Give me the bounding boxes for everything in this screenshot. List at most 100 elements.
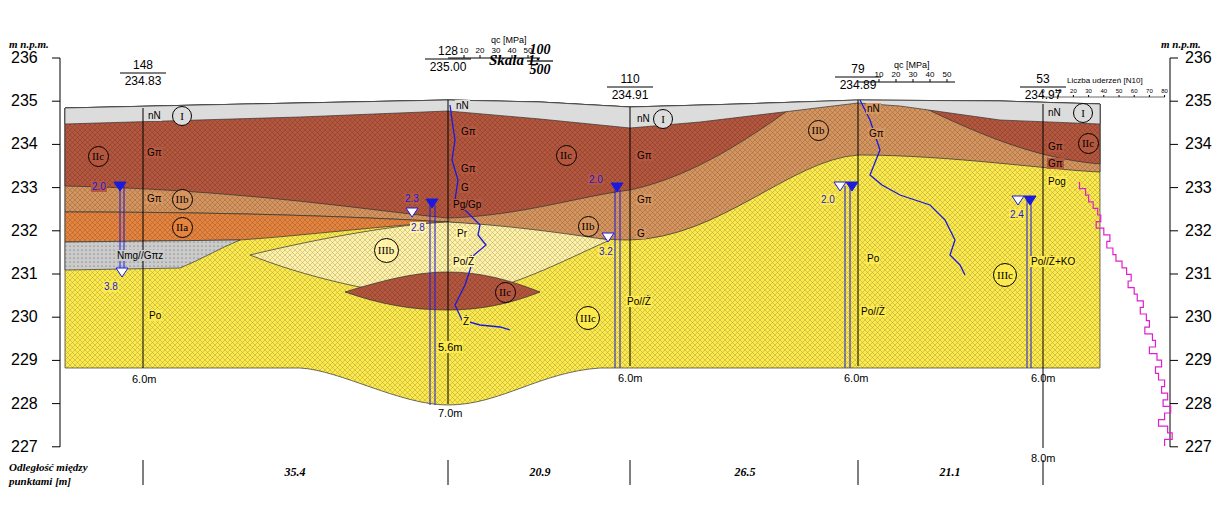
section-label: 20 <box>891 71 902 80</box>
section-label: Ż <box>462 316 470 327</box>
layer-symbol: I <box>1073 103 1093 123</box>
section-label: 2.0 <box>91 181 107 192</box>
layer-code: IIc <box>1082 138 1094 149</box>
section-label: Gπ <box>636 150 653 161</box>
section-label: 20.9 <box>529 466 552 479</box>
layer-code: IIIc <box>580 313 596 324</box>
layer-code: IIc <box>560 150 572 161</box>
section-label: punktami [m] <box>8 475 72 487</box>
section-label: 2.8 <box>410 222 426 233</box>
section-label: 40 <box>925 71 936 80</box>
section-label: 229 <box>1184 351 1213 369</box>
layer-symbol: IIIc <box>576 306 600 330</box>
section-label: Gπ <box>146 147 163 158</box>
section-label: 6.0m <box>617 372 643 384</box>
section-label: 6.0m <box>1030 372 1056 384</box>
section-label: Nmg//Gπz <box>116 250 164 261</box>
layer-symbol: IIb <box>172 189 193 210</box>
layer-symbol: IIc <box>556 145 577 166</box>
section-label: nN <box>636 113 651 124</box>
section-label: Po//Ż <box>626 296 652 307</box>
section-label: 234.83 <box>124 75 163 88</box>
section-label: nN <box>147 110 162 121</box>
section-label: 148 <box>132 59 154 72</box>
layer-code: IIa <box>176 222 188 233</box>
section-label: 30 <box>1084 88 1093 95</box>
section-label: Gπ <box>1047 141 1064 152</box>
section-label: 236 <box>1184 49 1213 67</box>
section-label: 500 <box>529 62 552 77</box>
section-label: 30 <box>491 47 502 56</box>
section-label: G <box>460 182 470 193</box>
section-label: 21.1 <box>939 466 962 479</box>
section-label: 6.0m <box>843 372 869 384</box>
section-label: 70 <box>1145 88 1154 95</box>
section-label: 35.4 <box>284 466 307 479</box>
layer-symbol: IIc <box>495 282 516 303</box>
section-label: 230 <box>1184 308 1213 326</box>
section-label: 3.8 <box>103 281 119 292</box>
layer-code: IIc <box>92 151 104 162</box>
section-label: Liczba uderzeń [N10] <box>1066 77 1144 86</box>
section-label: 79 <box>850 63 865 76</box>
section-label: Pg/Gp <box>452 199 482 210</box>
section-label: 30 <box>908 71 919 80</box>
section-label: m n.p.m. <box>8 38 50 50</box>
section-label: Gπ <box>460 126 477 137</box>
section-label: 234 <box>1184 135 1213 153</box>
section-label: 231 <box>1184 265 1213 283</box>
section-label: 10 <box>874 71 885 80</box>
section-label: 232 <box>1184 222 1213 240</box>
section-label: 110 <box>619 73 640 86</box>
layer-code: IIIc <box>997 270 1013 281</box>
section-label: nN <box>1047 107 1062 118</box>
section-label: 235 <box>10 92 39 110</box>
section-label: 235.00 <box>429 61 468 74</box>
section-label: 80 <box>1160 88 1169 95</box>
section-label: 228 <box>1184 395 1213 413</box>
section-label: 2.3 <box>404 193 420 204</box>
section-label: 235 <box>1184 92 1213 110</box>
section-label: Odległość między <box>8 461 89 473</box>
section-label: 10 <box>1054 88 1063 95</box>
layer-code: IIc <box>499 287 511 298</box>
section-label: 234.91 <box>611 89 650 102</box>
section-label: 6.0m <box>131 373 157 385</box>
section-label: 50 <box>1115 88 1124 95</box>
section-label: Gπ <box>1047 158 1064 169</box>
layer-code: IIIb <box>378 245 395 256</box>
section-label: Pr <box>456 228 468 239</box>
section-label: 40 <box>507 47 518 56</box>
layer-code: I <box>661 114 665 125</box>
section-label: 228 <box>10 395 39 413</box>
section-label: 234.89 <box>839 79 878 92</box>
section-label: 2.4 <box>1009 209 1025 220</box>
section-label: 236 <box>10 49 39 67</box>
section-label: 26.5 <box>734 466 757 479</box>
section-label: Gπ <box>460 163 477 174</box>
layer-code: IIb <box>176 194 189 205</box>
section-label: Po//Ż <box>860 306 886 317</box>
section-label: Po <box>148 310 162 321</box>
layer-symbol: IIb <box>808 120 829 141</box>
section-label: qc [MPa] <box>893 61 931 71</box>
section-label: nN <box>866 103 881 114</box>
layer-code: IIb <box>582 221 595 232</box>
layer-symbol: I <box>653 109 673 129</box>
section-label: Gπ <box>146 193 163 204</box>
layer-symbol: IIc <box>1078 133 1099 154</box>
section-label: 60 <box>1130 88 1139 95</box>
section-label: 234 <box>10 135 39 153</box>
layer-symbol: IIa <box>172 217 193 238</box>
section-label: 50 <box>942 71 953 80</box>
section-label: 227 <box>10 438 39 456</box>
section-label: 231 <box>10 265 39 283</box>
section-label: 40 <box>1099 88 1108 95</box>
section-label: 230 <box>10 308 39 326</box>
section-label: Gπ <box>636 194 653 205</box>
layer-code: IIb <box>812 125 825 136</box>
section-label: 233 <box>10 179 39 197</box>
section-label: 3.2 <box>598 246 614 257</box>
section-label: Pog <box>1047 176 1067 187</box>
layer-code: I <box>180 111 184 122</box>
